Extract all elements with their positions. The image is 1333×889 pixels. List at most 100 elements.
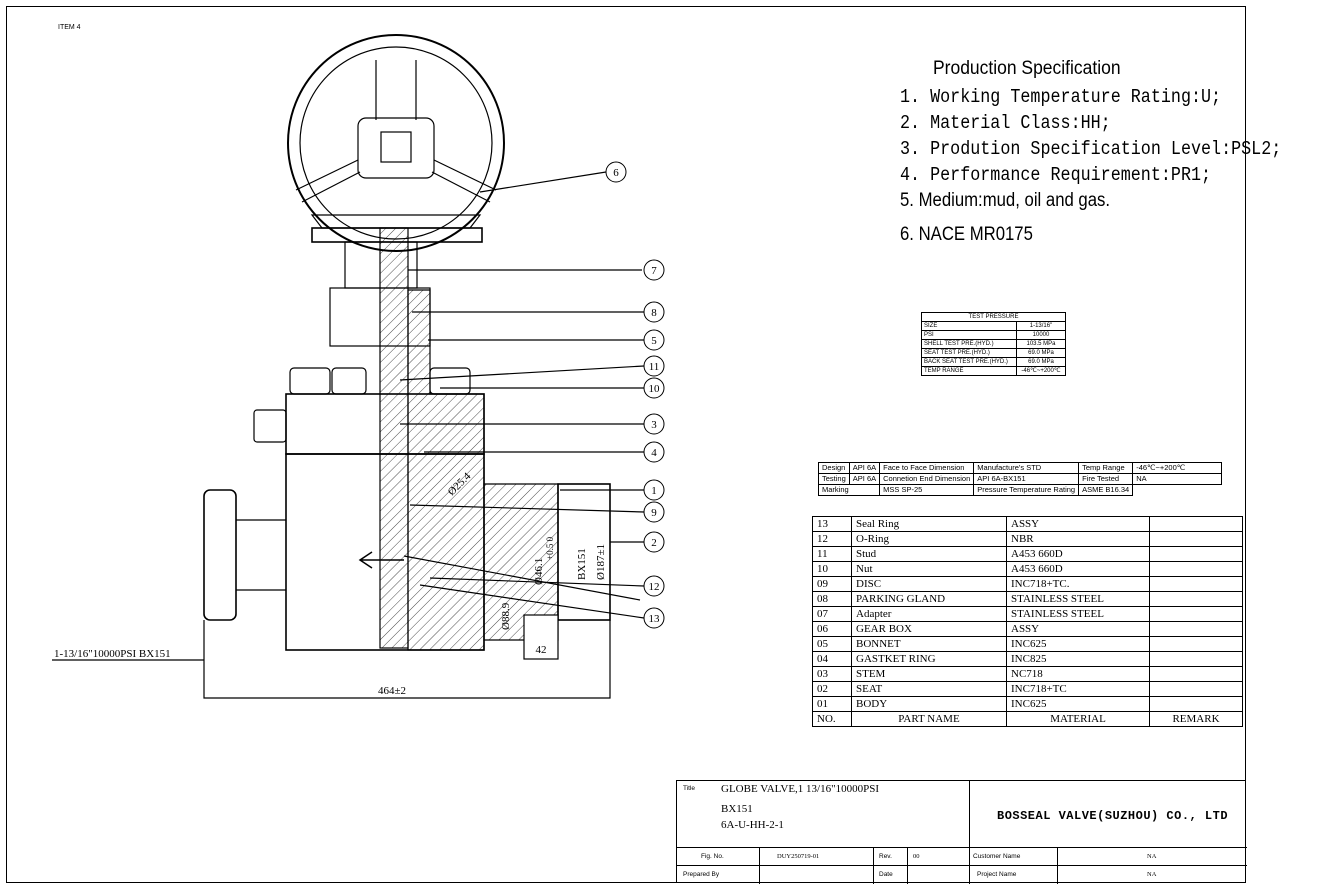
hub xyxy=(357,117,435,179)
balloon-5 xyxy=(643,329,665,351)
balloon-text: 5 xyxy=(651,335,657,347)
balloon-text: 2 xyxy=(651,537,657,549)
bom-cell: GASTKET RING xyxy=(851,651,1007,667)
balloon-text: 3 xyxy=(651,419,657,431)
production-specification: Production Specification 1. Working Temp… xyxy=(900,58,1333,248)
spec-cell: API 6A xyxy=(848,473,881,485)
project-value: NA xyxy=(1147,871,1157,878)
handwheel-outer xyxy=(287,34,505,252)
bom-cell xyxy=(1149,591,1243,607)
balloon-13 xyxy=(643,607,665,629)
spec-cell: API 6A-BX151 xyxy=(973,473,1080,485)
bom-cell: INC718+TC. xyxy=(1006,576,1150,592)
bom-cell: 05 xyxy=(812,636,852,652)
bom-cell: 10 xyxy=(812,561,852,577)
bom-cell: PART NAME xyxy=(851,711,1007,727)
bom-cell: GEAR BOX xyxy=(851,621,1007,637)
bom-cell: INC625 xyxy=(1006,696,1150,712)
project-label: Project Name xyxy=(977,871,1017,878)
balloon-text: 7 xyxy=(651,265,657,277)
bom-cell: INC625 xyxy=(1006,636,1150,652)
bom-cell: NBR xyxy=(1006,531,1150,547)
bom-cell: NC718 xyxy=(1006,666,1150,682)
bom-cell: 04 xyxy=(812,651,852,667)
tp-label: SIZE xyxy=(921,321,1017,331)
bom-cell: 12 xyxy=(812,531,852,547)
bom-cell: 01 xyxy=(812,696,852,712)
balloon-text: 9 xyxy=(651,507,657,519)
valve-drawing: 6 7 8 5 11 10 3 4 1 9 2 12 13 1-13/16"10… xyxy=(52,34,665,699)
dim-d2: +0.5 0 xyxy=(545,536,555,560)
title-line: BX151 xyxy=(721,803,753,815)
bom-cell: ASSY xyxy=(1006,621,1150,637)
spec-cell: Design xyxy=(818,462,850,474)
spec-item: 3. Prodution Specification Level:PSL2; xyxy=(900,138,1282,160)
company-name: BOSSEAL VALVE(SUZHOU) CO., LTD xyxy=(997,809,1229,823)
spec-item: 5. Medium:mud, oil and gas. xyxy=(900,190,1111,211)
bom-cell: STEM xyxy=(851,666,1007,682)
balloon-text: 10 xyxy=(649,383,661,395)
balloon-12 xyxy=(643,575,665,597)
customer-label: Customer Name xyxy=(973,853,1021,860)
balloon-8 xyxy=(643,301,665,323)
spec-cell: MSS SP-25 xyxy=(879,484,975,496)
customer-value: NA xyxy=(1147,853,1157,860)
item-label: ITEM 4 xyxy=(58,24,81,31)
spec-cell: Marking xyxy=(817,484,881,496)
bom-cell: INC718+TC xyxy=(1006,681,1150,697)
bom-cell: 11 xyxy=(812,546,852,562)
fig-label: Fig. No. xyxy=(701,853,724,860)
bom-cell xyxy=(1149,621,1243,637)
bom-cell: REMARK xyxy=(1149,711,1243,727)
handwheel-inner xyxy=(299,46,493,240)
bom-cell: SEAT xyxy=(851,681,1007,697)
spec-item: 6. NACE MR0175 xyxy=(900,224,1033,245)
design-spec-table: Design API 6A Face to Face Dimension Man… xyxy=(817,462,1223,496)
connection-label: 1-13/16"10000PSI BX151 xyxy=(54,648,171,660)
balloon-9 xyxy=(643,501,665,523)
spec-item: 4. Performance Requirement:PR1; xyxy=(900,164,1212,186)
bom-cell: MATERIAL xyxy=(1006,711,1150,727)
tp-value: 1-13/16" xyxy=(1016,321,1066,331)
bom-cell: 13 xyxy=(812,516,852,532)
test-pressure-title: TEST PRESSURE xyxy=(921,312,1066,322)
spec-item: 1. Working Temperature Rating:U; xyxy=(900,86,1222,108)
bom-cell: ASSY xyxy=(1006,516,1150,532)
balloon-4 xyxy=(643,441,665,463)
tp-label: TEMP RANGE xyxy=(921,366,1017,376)
balloon-6 xyxy=(605,161,627,183)
bom-cell: NO. xyxy=(812,711,852,727)
balloon-1 xyxy=(643,479,665,501)
tp-label: SEAT TEST PRE.(HYD.) xyxy=(921,348,1017,358)
dim-42: 42 xyxy=(536,644,547,656)
rev-value: 00 xyxy=(913,853,920,860)
bom-cell xyxy=(1149,606,1243,622)
balloon-2 xyxy=(643,531,665,553)
balloon-11 xyxy=(643,355,665,377)
bom-cell: 08 xyxy=(812,591,852,607)
production-spec-title: Production Specification xyxy=(933,58,1121,79)
spec-cell: Temp Range xyxy=(1078,462,1134,474)
bom-cell: BODY xyxy=(851,696,1007,712)
bom-cell xyxy=(1149,651,1243,667)
date-label: Date xyxy=(879,871,893,878)
spec-cell: ASME B16.34 xyxy=(1078,484,1134,496)
spec-cell: NA xyxy=(1132,473,1223,485)
tp-value: 69.0 MPa xyxy=(1016,357,1066,367)
tp-value: -46℃~+200℃ xyxy=(1016,366,1066,376)
left-flange xyxy=(203,489,237,621)
spec-cell: Connetion End Dimension xyxy=(879,473,975,485)
bom-cell: 09 xyxy=(812,576,852,592)
balloon-text: 8 xyxy=(651,307,657,319)
